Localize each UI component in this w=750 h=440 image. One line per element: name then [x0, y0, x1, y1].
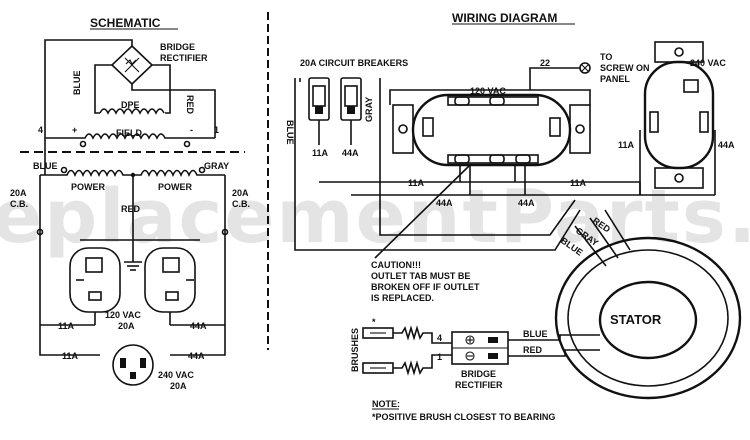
- to-screw-1: TO: [600, 52, 612, 62]
- bottom-44a: 44A: [188, 351, 205, 361]
- outlet-240-label-2: 20A: [170, 381, 187, 391]
- duplex-outlet-120vac: [392, 93, 591, 167]
- vac-120-label: 120 VAC: [470, 86, 506, 96]
- breakers-label: 20A CIRCUIT BREAKERS: [300, 58, 408, 68]
- schematic-wire-red: RED: [185, 95, 195, 115]
- wiring-title: WIRING DIAGRAM: [452, 11, 557, 25]
- brush-lead-negative: [393, 354, 452, 376]
- brush-n1: 1: [437, 352, 442, 362]
- outlet-120-label-2: 20A: [118, 321, 135, 331]
- outlet-240vac: [643, 41, 715, 189]
- brush-negative: [362, 362, 394, 374]
- brush-n4: 4: [437, 333, 442, 343]
- field-plus: +: [72, 125, 77, 135]
- stator: [554, 236, 742, 400]
- cb-right-1: 20A: [232, 188, 249, 198]
- red-center-label: RED: [121, 204, 141, 214]
- circuit-breaker-44a: [340, 77, 362, 121]
- schematic-panel: SCHEMATIC BRIDGE RECTIFIER BLUE RED DPE …: [10, 16, 250, 391]
- mid-11a-left: 11A: [408, 178, 425, 188]
- schematic-outlet-240v: [112, 344, 154, 386]
- bridge-label-2: RECTIFIER: [160, 53, 208, 63]
- caution-4: IS REPLACED.: [371, 293, 434, 303]
- wiring-blue: BLUE: [285, 120, 295, 145]
- cb-right-2: C.B.: [232, 199, 250, 209]
- note-text: *POSITIVE BRUSH CLOSEST TO BEARING: [372, 412, 555, 422]
- rect-bridge-2: RECTIFIER: [455, 380, 503, 390]
- field-label: FIELD: [116, 128, 142, 138]
- mid-44a-left: 44A: [436, 198, 453, 208]
- field-minus: -: [190, 125, 193, 135]
- r-44a: 44A: [718, 140, 735, 150]
- mid-44a-right: 44A: [518, 198, 535, 208]
- bridge-rectifier-block: [451, 331, 509, 365]
- brushes-label: BRUSHES: [350, 328, 360, 372]
- schematic-wire-blue: BLUE: [72, 71, 82, 96]
- note-head: NOTE:: [372, 399, 400, 409]
- gray-right-label: GRAY: [204, 161, 229, 171]
- schematic-bridge-rectifier: [110, 44, 154, 86]
- caution-3: BROKEN OFF IF OUTLET: [371, 282, 480, 292]
- rect-red: RED: [523, 345, 543, 355]
- bridge-label-1: BRIDGE: [160, 42, 195, 52]
- wire-22: 22: [540, 58, 550, 68]
- cb-left-1: 20A: [10, 188, 27, 198]
- breaker-11a: 11A: [312, 148, 329, 158]
- right-44a: 44A: [190, 321, 207, 331]
- to-screw-2: SCREW ON: [600, 63, 650, 73]
- brush-positive: [362, 327, 394, 339]
- schematic-title: SCHEMATIC: [90, 16, 161, 30]
- dpe-label: DPE: [121, 100, 140, 110]
- outlet-120-label-1: 120 VAC: [105, 310, 141, 320]
- brush-star: *: [372, 317, 376, 327]
- left-11a: 11A: [58, 321, 75, 331]
- num-4: 4: [38, 125, 43, 135]
- wiring-gray: GRAY: [364, 97, 374, 122]
- rect-bridge-1: BRIDGE: [461, 369, 496, 379]
- to-screw-3: PANEL: [600, 74, 630, 84]
- r-11a: 11A: [618, 140, 635, 150]
- brush-lead-positive: [393, 325, 452, 344]
- power-left-label: POWER: [71, 182, 106, 192]
- field-winding: [45, 133, 215, 140]
- watermark: eplacementParts.co: [0, 174, 750, 260]
- stator-label: STATOR: [610, 312, 662, 327]
- rect-blue: BLUE: [523, 329, 548, 339]
- cb-left-2: C.B.: [10, 199, 28, 209]
- blue-left-label: BLUE: [33, 161, 58, 171]
- caution-1: CAUTION!!!: [371, 260, 421, 270]
- screw-terminal: [579, 62, 591, 74]
- circuit-breaker-11a: [308, 77, 330, 121]
- caution-2: OUTLET TAB MUST BE: [371, 271, 470, 281]
- outlet-240-label-1: 240 VAC: [158, 370, 194, 380]
- mid-11a-right: 11A: [570, 178, 587, 188]
- bottom-11a: 11A: [62, 351, 79, 361]
- dpe-winding: [99, 108, 165, 115]
- breaker-44a: 44A: [342, 148, 359, 158]
- caution-leader: [374, 164, 471, 259]
- num-1: 1: [214, 125, 219, 135]
- power-right-label: POWER: [158, 182, 193, 192]
- vac-240-label: 240 VAC: [690, 58, 726, 68]
